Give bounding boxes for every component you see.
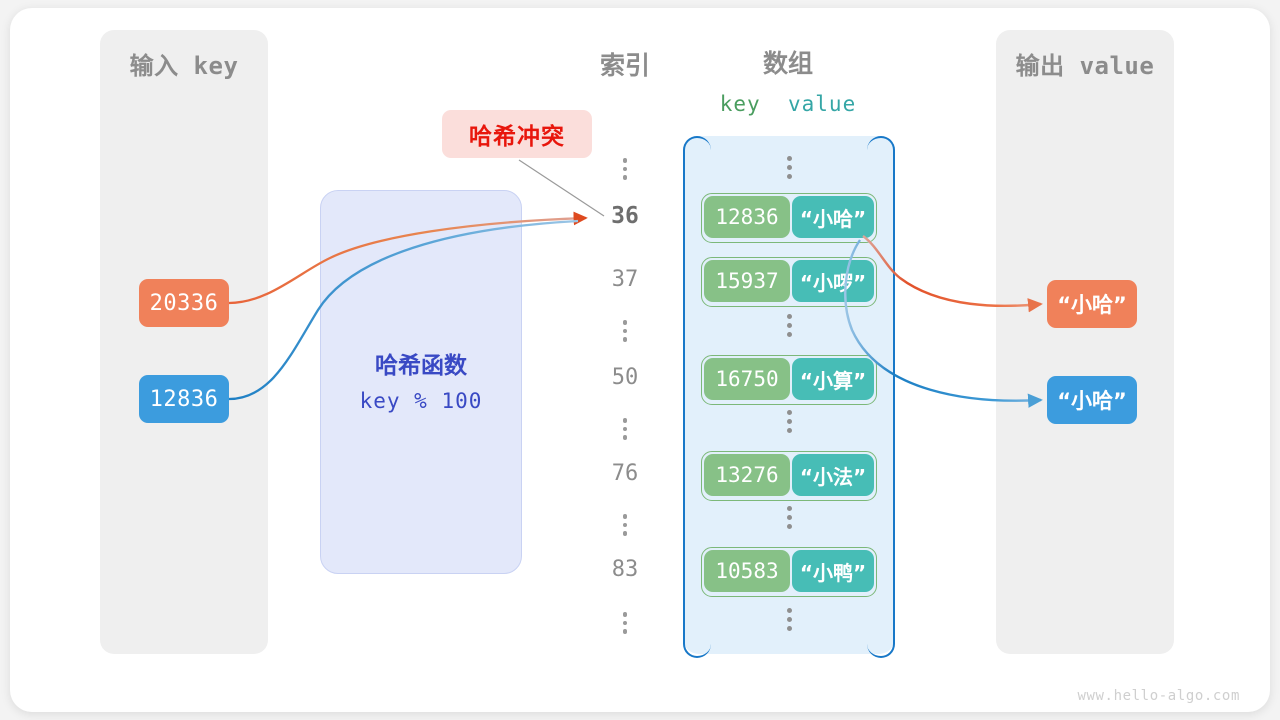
output-value-chip-0: “小哈” — [1047, 280, 1137, 328]
watermark: www.hello-algo.com — [1077, 688, 1240, 704]
key-cell: 16750 — [704, 358, 790, 400]
array-slot: 12836“小哈” — [701, 193, 877, 243]
array-ellipsis — [683, 506, 895, 529]
input-key-chip-1: 12836 — [139, 375, 229, 423]
value-cell: “小哈” — [792, 196, 874, 238]
index-ellipsis — [575, 612, 675, 634]
key-cell: 13276 — [704, 454, 790, 496]
array-slot: 10583“小鸭” — [701, 547, 877, 597]
hash-function-box: 哈希函数 key % 100 — [320, 190, 522, 574]
index-ellipsis — [575, 320, 675, 342]
value-cell: “小法” — [792, 454, 874, 496]
key-value-heading: key value — [688, 92, 888, 116]
array-ellipsis — [683, 608, 895, 631]
value-cell: “小鸭” — [792, 550, 874, 592]
array-slot: 13276“小法” — [701, 451, 877, 501]
index-label-36: 36 — [611, 203, 639, 229]
hash-collision-badge: 哈希冲突 — [442, 110, 592, 158]
key-cell: 12836 — [704, 196, 790, 238]
value-cell: “小啰” — [792, 260, 874, 302]
value-heading-label: value — [788, 92, 857, 116]
key-heading-label: key — [719, 92, 761, 116]
array-slot: 16750“小算” — [701, 355, 877, 405]
index-ellipsis — [575, 158, 675, 180]
index-ellipsis — [575, 418, 675, 440]
array-ellipsis — [683, 156, 895, 179]
input-panel-title: 输入 key — [129, 52, 239, 80]
key-cell: 15937 — [704, 260, 790, 302]
index-label-76: 76 — [611, 461, 639, 486]
index-label-37: 37 — [611, 267, 639, 292]
hash-function-title: 哈希函数 — [375, 353, 467, 379]
array-container: 12836“小哈”15937“小啰”16750“小算”13276“小法”1058… — [683, 136, 895, 658]
array-ellipsis — [683, 410, 895, 433]
key-cell: 10583 — [704, 550, 790, 592]
array-slot: 15937“小啰” — [701, 257, 877, 307]
input-key-chip-0: 20336 — [139, 279, 229, 327]
index-ellipsis — [575, 514, 675, 536]
value-cell: “小算” — [792, 358, 874, 400]
index-label-50: 50 — [611, 365, 639, 390]
index-column-heading: 索引 — [599, 51, 650, 80]
input-panel: 输入 key — [100, 30, 268, 654]
hash-function-expression: key % 100 — [359, 389, 483, 413]
index-column: 36 37 50 76 83 — [575, 140, 675, 650]
output-panel-title: 输出 value — [1015, 52, 1155, 80]
array-column-heading: 数组 — [762, 49, 813, 78]
output-panel: 输出 value — [996, 30, 1174, 654]
index-label-83: 83 — [611, 557, 639, 582]
array-ellipsis — [683, 314, 895, 337]
output-value-chip-1: “小哈” — [1047, 376, 1137, 424]
